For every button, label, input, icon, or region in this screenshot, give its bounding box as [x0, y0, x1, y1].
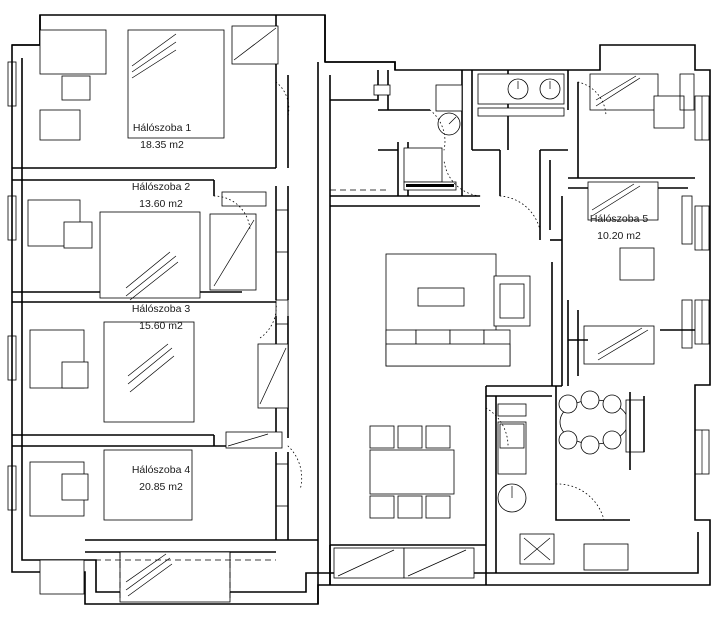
room-label-2: Hálószoba 2 13.60 m2: [132, 181, 191, 210]
round-table-set: [555, 386, 645, 571]
bedroom-5-furniture: [567, 73, 695, 386]
centre-top-walls: [317, 61, 695, 604]
room-labels: Hálószoba 1 18.35 m2 Hálószoba 2 13.60 m…: [132, 122, 649, 493]
window-symbols: [275, 95, 710, 507]
bedroom-1-furniture: [39, 25, 279, 141]
room-name: Hálószoba 3: [132, 303, 191, 315]
room-label-5: Hálószoba 5 10.20 m2: [590, 213, 649, 242]
kitchen-bath-fixtures: [373, 73, 565, 191]
room-area: 13.60 m2: [139, 198, 183, 210]
room-label-1: Hálószoba 1 18.35 m2: [133, 122, 192, 151]
bedroom-4-furniture: [29, 449, 231, 603]
living-room-furniture: [385, 253, 531, 367]
room-label-3: Hálószoba 3 15.60 m2: [132, 303, 191, 332]
room-name: Hálószoba 5: [590, 213, 649, 225]
room-area: 15.60 m2: [139, 320, 183, 332]
opening-projections: [85, 189, 487, 602]
room-area: 18.35 m2: [140, 139, 184, 151]
room-label-4: Hálószoba 4 20.85 m2: [132, 464, 191, 493]
dining-set: [333, 425, 475, 579]
bedroom-2-furniture: [27, 191, 267, 301]
bathroom-fixtures: [497, 403, 555, 565]
room-name: Hálószoba 1: [133, 122, 192, 134]
room-area: 10.20 m2: [597, 230, 641, 242]
room-area: 20.85 m2: [139, 481, 183, 493]
room-name: Hálószoba 4: [132, 464, 191, 476]
bedroom-3-furniture: [29, 321, 289, 449]
room-name: Hálószoba 2: [132, 181, 191, 193]
